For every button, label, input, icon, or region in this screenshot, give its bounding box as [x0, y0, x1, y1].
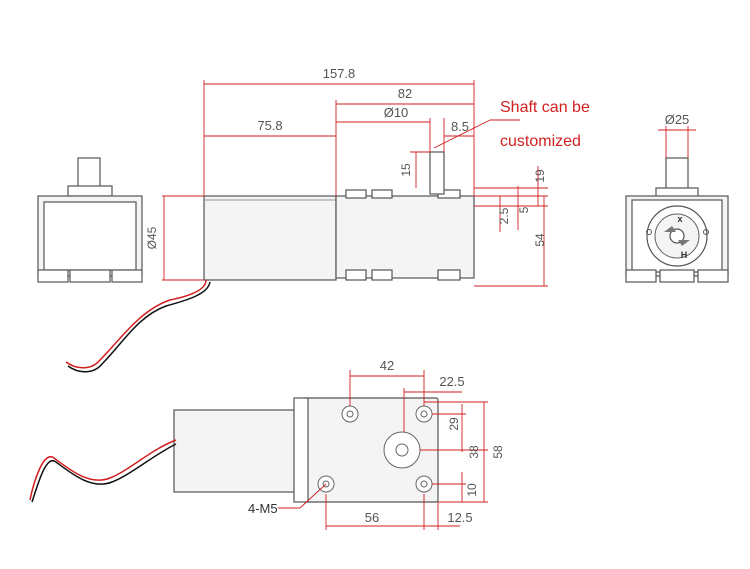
- dim-gearbox-length: 82: [398, 86, 412, 101]
- top-side-view: [65, 151, 475, 373]
- right-end-foot-3: [697, 269, 729, 283]
- dim-total-length: 157.8: [323, 66, 356, 81]
- gearbox-foot-3: [437, 269, 461, 281]
- dim-vertical-38: 38: [467, 445, 481, 459]
- end-mark-h: H: [681, 250, 688, 260]
- dim-offset-2-5: 2.5: [497, 207, 511, 224]
- shaft-note-line2: customized: [500, 133, 581, 150]
- bottom-flange: [293, 397, 309, 503]
- top-dimension-lines: [162, 80, 548, 287]
- dim-offset-5: 5: [517, 206, 531, 213]
- left-end-foot-3: [111, 269, 143, 283]
- end-mark-x: x: [677, 214, 682, 224]
- bottom-motor-body: [173, 409, 303, 493]
- shaft-note-line1: Shaft can be: [500, 99, 590, 116]
- left-end-inner: [43, 201, 137, 271]
- wire-black: [67, 281, 211, 373]
- dim-vertical-29: 29: [447, 417, 461, 431]
- end-cap-hub: [669, 228, 685, 244]
- dim-gearbox-height: 54: [533, 233, 547, 247]
- right-end-view: [625, 157, 729, 283]
- brush-right: [678, 240, 690, 246]
- dim-shaft-diameter: Ø10: [384, 105, 409, 120]
- bottom-dimension-lines: [278, 370, 488, 530]
- motor-body: [203, 195, 337, 281]
- dim-motor-length: 75.8: [257, 118, 282, 133]
- dim-hole-offset-22-5: 22.5: [439, 374, 464, 389]
- dim-vertical-58: 58: [491, 445, 505, 459]
- left-end-foot-2: [69, 269, 111, 283]
- gearbox-foot-1: [345, 269, 367, 281]
- right-end-foot-2: [659, 269, 695, 283]
- output-shaft-end: [395, 443, 409, 457]
- bottom-wire-red: [29, 439, 177, 501]
- mount-hole-top-left-inner: [346, 410, 354, 418]
- dim-shaft-height: 19: [533, 169, 547, 183]
- mount-hole-top-right-inner: [420, 410, 428, 418]
- left-end-collar: [67, 185, 113, 197]
- dim-hole-spacing-42: 42: [380, 358, 394, 373]
- gearbox-body: [335, 195, 475, 279]
- mount-hole-bottom-right-inner: [420, 480, 428, 488]
- dim-bottom-12-5: 12.5: [447, 510, 472, 525]
- dim-shaft-flat: 8.5: [451, 119, 469, 134]
- right-end-foot-1: [625, 269, 657, 283]
- right-end-shaft: [665, 157, 689, 193]
- gearbox-foot-2: [371, 269, 393, 281]
- bottom-wire-black: [31, 443, 177, 503]
- end-terminal-right: [703, 229, 709, 235]
- output-shaft: [429, 151, 445, 195]
- dim-vertical-10: 10: [465, 483, 479, 497]
- left-end-view: [37, 157, 143, 283]
- thread-note-leader: [299, 483, 327, 509]
- dim-motor-diameter: Ø45: [145, 226, 159, 249]
- shaft-note-leader: [433, 119, 491, 149]
- brush-left: [664, 226, 676, 232]
- gearbox-tab-2: [371, 189, 393, 199]
- dim-end-diameter: Ø25: [665, 112, 690, 127]
- thread-note: 4-M5: [248, 501, 278, 516]
- wire-red: [65, 279, 207, 369]
- left-end-foot-1: [37, 269, 69, 283]
- dim-bottom-56: 56: [365, 510, 379, 525]
- bottom-view: [29, 397, 439, 503]
- dim-shaft-length: 15: [399, 163, 413, 177]
- end-terminal-left: [646, 229, 652, 235]
- gearbox-tab-1: [345, 189, 367, 199]
